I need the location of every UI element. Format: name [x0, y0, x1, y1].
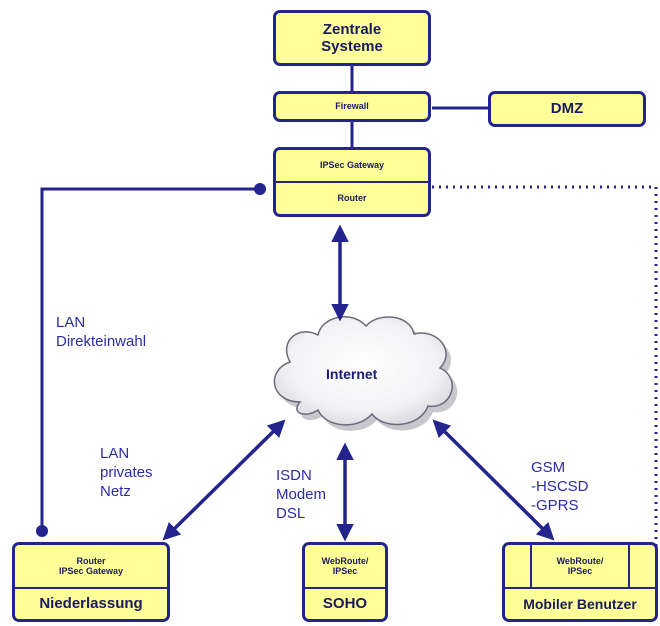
- node-mobiler-benutzer: WebRoute/ IPSec Mobiler Benutzer: [502, 542, 658, 622]
- arrow-internet-mobile: [432, 419, 555, 541]
- node-ipsec-gateway-label: IPSec Gateway: [319, 160, 385, 171]
- node-mobiler-benutzer-label: Mobiler Benutzer: [505, 587, 655, 619]
- node-soho: WebRoute/ IPSec SOHO: [302, 542, 388, 622]
- node-zentrale-systeme-label: Zentrale Systeme: [321, 20, 383, 55]
- line-lan-direkteinwahl: [40, 187, 260, 531]
- node-mobile-device-label: WebRoute/ IPSec: [530, 545, 630, 587]
- node-soho-device-label: WebRoute/ IPSec: [321, 555, 369, 576]
- node-dmz: DMZ: [488, 91, 646, 127]
- internet-label: Internet: [326, 366, 378, 382]
- label-lan-privates-netz: LAN privates Netz: [100, 445, 153, 500]
- label-isdn-modem-dsl: ISDN Modem DSL: [276, 467, 327, 522]
- node-dmz-label: DMZ: [550, 100, 584, 118]
- node-zentrale-systeme: Zentrale Systeme: [273, 10, 431, 66]
- node-ipsec-gateway-router: IPSec Gateway Router: [273, 147, 431, 217]
- internet-cloud: [273, 316, 458, 431]
- node-router-label: Router: [276, 181, 428, 214]
- node-firewall-label: Firewall: [335, 101, 369, 112]
- line-end-dot-top: [254, 183, 266, 195]
- arrow-internet-niederlassung: [162, 419, 286, 541]
- node-soho-label: SOHO: [305, 587, 385, 619]
- node-branch-router-label: Router IPSec Gateway: [58, 555, 124, 576]
- node-niederlassung: Router IPSec Gateway Niederlassung: [12, 542, 170, 622]
- node-firewall: Firewall: [273, 91, 431, 122]
- label-gsm-hscsd-gprs: GSM -HSCSD -GPRS: [531, 459, 589, 514]
- line-end-dot-bottom: [36, 525, 48, 537]
- dotted-line-router-mobile: [432, 185, 658, 576]
- node-niederlassung-label: Niederlassung: [15, 587, 167, 619]
- label-lan-direkteinwahl: LAN Direkteinwahl: [56, 314, 147, 350]
